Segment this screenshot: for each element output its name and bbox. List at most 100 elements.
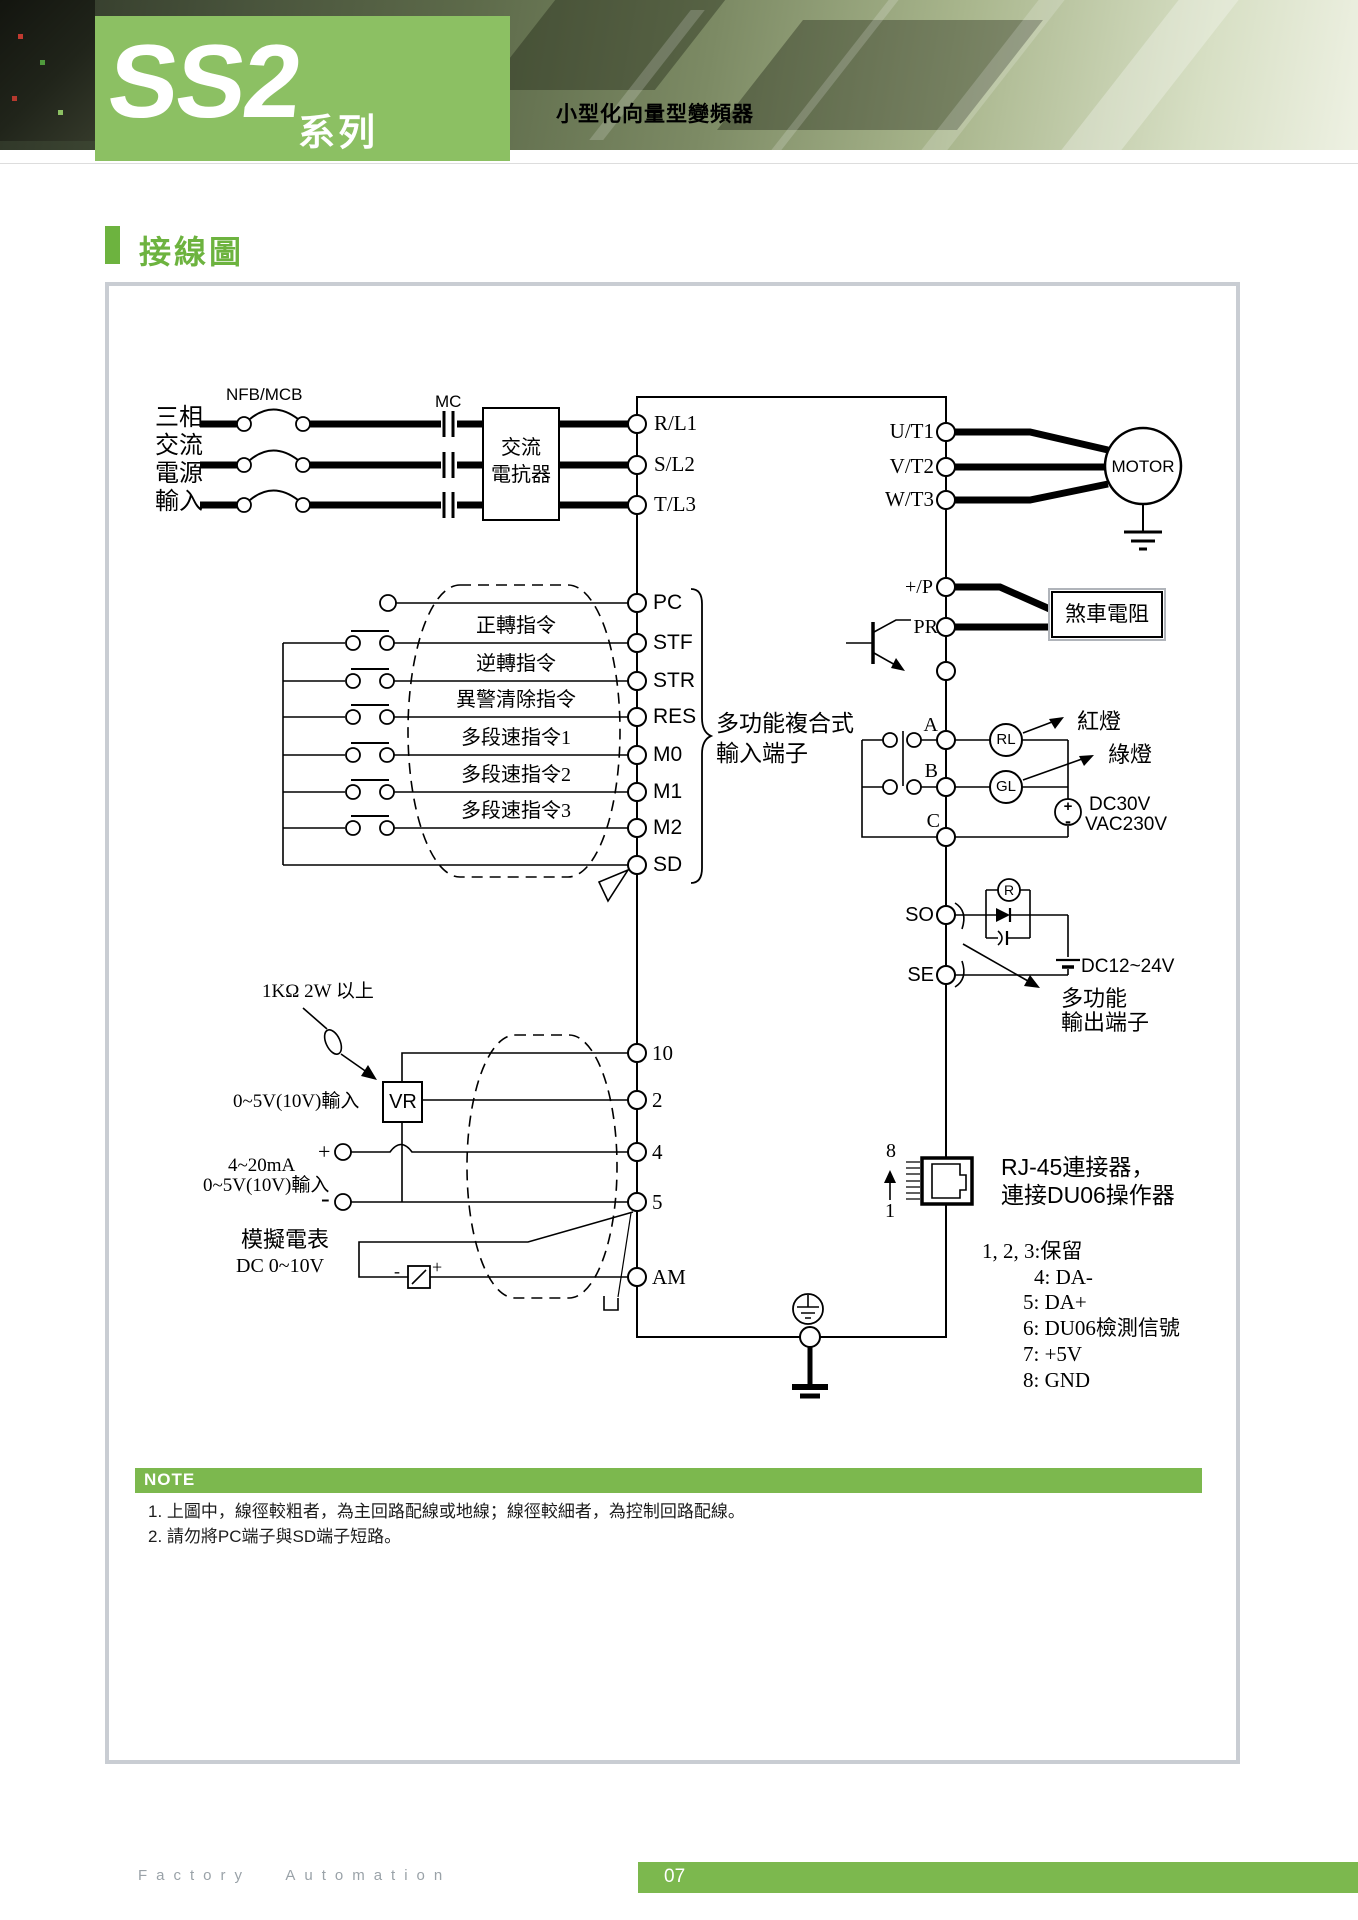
terminal-pc: PC <box>653 591 683 614</box>
terminal-10: 10 <box>652 1041 673 1065</box>
shielded-cable-symbol <box>407 584 621 878</box>
terminal-plus-p: +/P <box>905 576 933 598</box>
note-item-1: 1. 上圖中，線徑較粗者，為主回路配線或地線；線徑較細者，為控制回路配線。 <box>148 1502 745 1521</box>
pin-order-arrow <box>884 1170 896 1183</box>
terminal-points <box>627 414 956 1348</box>
oc-supply-label: DC12~24V <box>1081 956 1175 977</box>
cmd-speed3: 多段速指令3 <box>461 800 571 822</box>
terminal-pr: PR <box>913 616 938 638</box>
note-item-2: 2. 請勿將PC端子與SD端子短路。 <box>148 1527 402 1546</box>
rj45-pinmap-6: 6: DU06檢測信號 <box>1023 1316 1180 1340</box>
meter-label-line1: 模擬電表 <box>241 1227 330 1252</box>
motor-label: MOTOR <box>1111 457 1175 476</box>
relay-coil-label: R <box>1003 882 1015 898</box>
input-group-line2: 輸入端子 <box>716 741 808 766</box>
breaker-symbol <box>236 408 311 513</box>
decor-pixel <box>18 34 23 39</box>
arrowhead <box>1079 755 1094 766</box>
brake-transistor-symbol <box>846 619 911 671</box>
source-label-line3: 電源 <box>155 461 203 487</box>
brake-resistor-label: 煞車電阻 <box>1065 602 1149 626</box>
relay-rating-ac: VAC230V <box>1085 814 1168 835</box>
rj45-pinmap-1: 1, 2, 3:保留 <box>982 1239 1083 1263</box>
terminal-c: C <box>926 810 940 832</box>
meter-label-line2: DC 0~10V <box>236 1255 325 1277</box>
terminal-a: A <box>923 714 938 736</box>
cmd-speed1: 多段速指令1 <box>461 727 571 749</box>
cmd-speed2: 多段速指令2 <box>461 764 571 786</box>
wiring-diagram-frame <box>105 282 1240 1764</box>
analog-input2-label-b: 0~5V(10V)輸入 <box>203 1175 330 1196</box>
diode-symbol <box>996 908 1010 922</box>
output-group-line2: 輸出端子 <box>1061 1010 1150 1035</box>
analog-input2-label-a: 4~20mA <box>228 1155 296 1176</box>
section-bullet <box>105 226 120 264</box>
analog-input-wires <box>302 1007 634 1289</box>
meter-plus: + <box>432 1257 443 1277</box>
ac-reactor-box <box>482 407 560 521</box>
decor-pixel <box>12 96 17 101</box>
header-product-block: SS2 系列 <box>95 16 510 161</box>
potentiometer-box <box>382 1081 423 1123</box>
brake-resistor-box <box>1048 588 1166 641</box>
footer-page-number: 07 <box>664 1866 686 1887</box>
breaker-label: NFB/MCB <box>226 385 303 404</box>
note-title: NOTE <box>144 1470 196 1489</box>
digital-input-wires <box>282 594 628 866</box>
input-group-brace <box>690 588 714 884</box>
terminal-str: STR <box>653 669 695 692</box>
footer-page-bar: 07 <box>638 1862 1358 1893</box>
section-title: 接線圖 <box>139 234 245 270</box>
product-series-label: 系列 <box>298 112 378 153</box>
red-lamp-label: RL <box>996 731 1016 748</box>
rj45-label-line1: RJ-45連接器， <box>1001 1154 1155 1180</box>
inverter-outline <box>636 396 947 1338</box>
terminal-am: AM <box>652 1265 686 1289</box>
decor-pixel <box>58 110 63 115</box>
cmd-reset: 異警清除指令 <box>456 689 576 711</box>
contactor-label: MC <box>435 392 462 411</box>
relay-supply-minus: - <box>1065 811 1071 831</box>
terminal-res: RES <box>653 705 697 728</box>
analog-plus: + <box>318 1139 331 1164</box>
analog-shield-drain <box>603 1212 632 1311</box>
potentiometer-label: VR <box>389 1091 417 1113</box>
rj45-pinmap-8: 8: GND <box>1023 1368 1091 1392</box>
red-lamp-symbol <box>989 723 1023 757</box>
contactor-symbol <box>442 411 455 518</box>
rj45-pinmap-4: 4: DA- <box>1034 1265 1093 1289</box>
header-divider <box>0 163 1358 164</box>
terminal-v-t2: V/T2 <box>889 454 934 478</box>
cmd-reverse: 逆轉指令 <box>476 653 556 675</box>
green-lamp-symbol <box>989 770 1023 804</box>
terminal-b: B <box>924 760 938 782</box>
terminal-m2: M2 <box>653 816 683 839</box>
shield-drain-flag <box>597 868 631 903</box>
motor-symbol <box>1103 426 1183 551</box>
terminal-m0: M0 <box>653 743 683 766</box>
terminal-r-l1: R/L1 <box>654 411 698 435</box>
terminal-se: SE <box>907 964 934 986</box>
terminal-4: 4 <box>652 1140 663 1164</box>
reactor-label-line2: 電抗器 <box>491 464 551 486</box>
analog-input1-label: 0~5V(10V)輸入 <box>233 1091 360 1112</box>
terminal-t-l3: T/L3 <box>654 492 696 516</box>
arrowhead <box>361 1065 377 1080</box>
relay-rating-dc: DC30V <box>1089 794 1151 815</box>
terminal-sd: SD <box>653 853 683 876</box>
arrowhead <box>1024 975 1040 988</box>
relay-output-wires <box>861 717 1094 838</box>
terminal-m1: M1 <box>653 780 683 803</box>
source-label-line2: 交流 <box>155 433 203 459</box>
rj45-pinmap-7: 7: +5V <box>1023 1342 1083 1366</box>
decor-pixel <box>40 60 45 65</box>
footer-brand: Factory Automation <box>138 1867 452 1884</box>
green-lamp-name: 綠燈 <box>1108 742 1153 767</box>
note-bar: NOTE <box>135 1468 1202 1493</box>
open-collector-wires <box>954 878 1080 988</box>
input-group-line1: 多功能複合式 <box>716 711 854 736</box>
header-dark-strip <box>0 0 95 141</box>
terminal-5: 5 <box>652 1190 663 1214</box>
arrowhead <box>1049 717 1064 729</box>
